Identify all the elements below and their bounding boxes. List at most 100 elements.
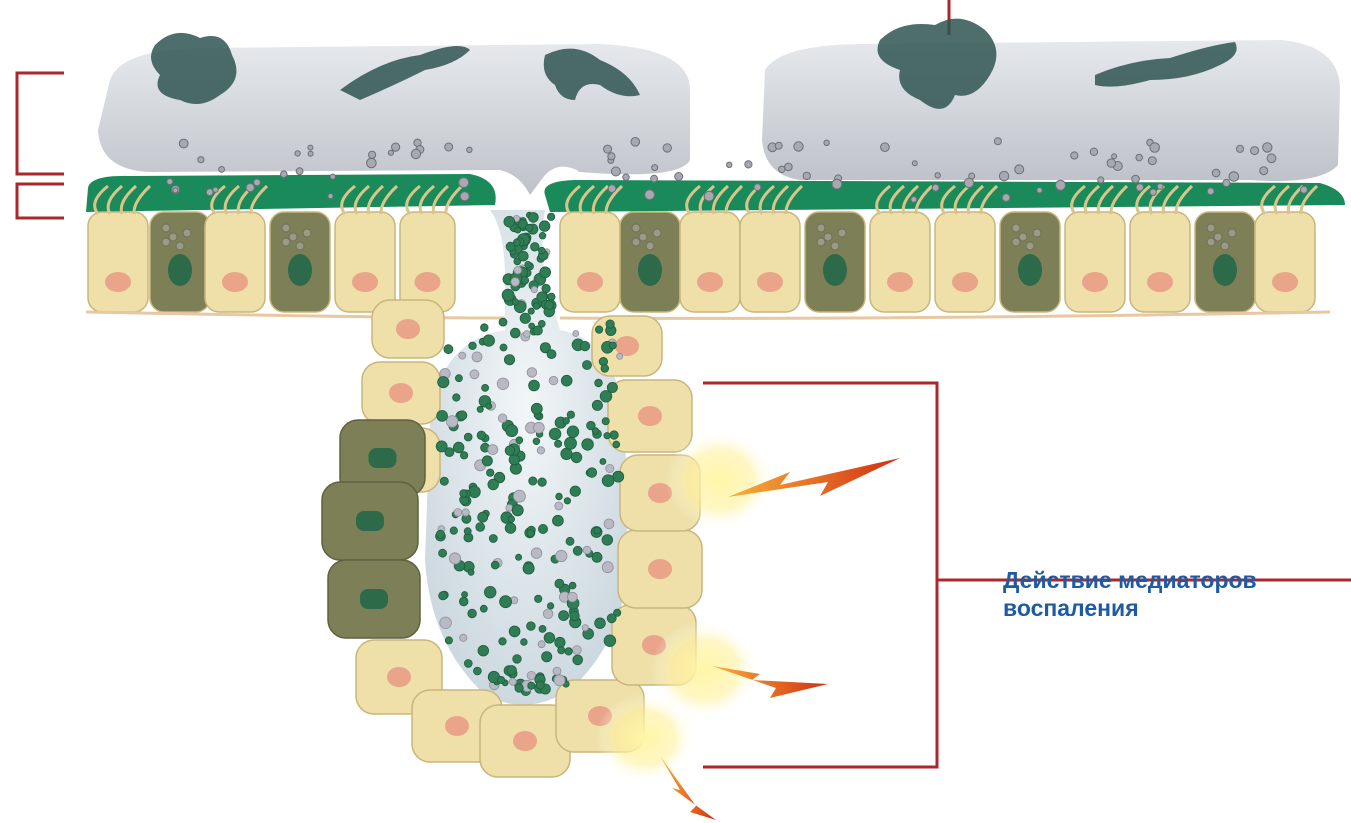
vesicle [1012, 238, 1020, 246]
mucus-granule [556, 550, 567, 561]
mucus-granule [478, 512, 488, 522]
mucus-granule [464, 433, 472, 441]
mucus-granule [824, 140, 829, 145]
nucleus [638, 406, 662, 426]
nucleus [887, 272, 913, 292]
mucus-granule [513, 655, 522, 664]
mucus-granule [526, 224, 533, 231]
mucus-granule [512, 299, 518, 305]
mucus-granule [573, 546, 582, 555]
mucus-granule [607, 614, 616, 623]
mucus-granule [472, 352, 482, 362]
mucus-granule [213, 187, 218, 192]
mucus-granule [369, 151, 376, 158]
goblet-nucleus [360, 589, 388, 609]
mucus-granule [608, 153, 615, 160]
mucus-granule [564, 498, 570, 504]
mucus-granule [555, 502, 563, 510]
mucus-granule [464, 660, 472, 668]
mucus-granule [565, 437, 577, 449]
mucus-granule [631, 138, 640, 147]
mucus-granule [295, 151, 300, 156]
mucus-granule [510, 328, 520, 338]
goblet-nucleus [823, 254, 847, 286]
mucus-granule [592, 400, 602, 410]
mucus-granule [449, 553, 460, 564]
mucus-granule [602, 418, 609, 425]
mucus-granule [613, 441, 620, 448]
mucus-granule [498, 414, 507, 423]
mucus-granule [1236, 145, 1243, 152]
mucus-granule [1056, 180, 1066, 190]
mucus-granule [520, 313, 530, 323]
mucus-granule [531, 548, 542, 559]
mucus-granule [497, 378, 509, 390]
mucus-granule [444, 345, 453, 354]
nucleus [1272, 272, 1298, 292]
nucleus [1082, 272, 1108, 292]
vesicle [632, 224, 640, 232]
mucus-granule [559, 611, 569, 621]
mucus-granule [506, 242, 515, 251]
mucus-granule [505, 446, 515, 456]
irritation-glow [595, 693, 695, 783]
nucleus [952, 272, 978, 292]
vesicle [1228, 229, 1236, 237]
mucus-granule [553, 515, 564, 526]
mucus-granule [745, 161, 752, 168]
mucus-granule [1015, 165, 1024, 174]
mucus-granule [623, 174, 629, 180]
mucus-granule [439, 549, 447, 557]
mucus-granule [609, 342, 616, 349]
mucus-granule [570, 611, 580, 621]
nucleus [105, 272, 131, 292]
nucleus [757, 272, 783, 292]
mucus-granule [561, 375, 572, 386]
mucus-granule [498, 676, 505, 683]
vesicle [1033, 229, 1041, 237]
nucleus [697, 272, 723, 292]
mucus-granule [558, 647, 565, 654]
mucus-granule [454, 509, 462, 517]
mucus-granule [458, 411, 467, 420]
vesicle [1026, 242, 1034, 250]
mucus-granule [608, 185, 616, 193]
mucus-granule [506, 425, 518, 437]
goblet-nucleus [1213, 254, 1237, 286]
mucus-granule [571, 452, 582, 463]
mucus-granule [521, 277, 529, 285]
mucus-granule [504, 355, 514, 365]
nucleus [352, 272, 378, 292]
mucus-granule [549, 376, 558, 385]
mucus-granule [602, 562, 613, 573]
mucus-granule [482, 456, 492, 466]
mucus-granule [439, 592, 447, 600]
mucus-granule [483, 335, 494, 346]
mucus-granule [651, 175, 658, 182]
mucus-granule [527, 622, 536, 631]
mucus-granule [1136, 184, 1143, 191]
mucus-granule [367, 158, 377, 168]
mucus-granule [523, 563, 534, 574]
mucus-granule [489, 535, 497, 543]
mucus-granule [460, 490, 468, 498]
mucus-granule [566, 537, 574, 545]
epithelial-cell [1130, 212, 1190, 312]
mucus-granule [663, 144, 671, 152]
goblet-nucleus [356, 511, 384, 531]
mucus-granule [505, 523, 516, 534]
mucus-granule [547, 213, 554, 220]
mucus-granule [296, 168, 303, 175]
mucus-granule [536, 681, 544, 689]
mucus-granule [555, 440, 562, 447]
mucus-granule [488, 445, 498, 455]
mucus-granule [459, 352, 466, 359]
mucus-granule [595, 618, 606, 629]
epithelial-cell [680, 212, 740, 312]
mucus-granule [527, 671, 535, 679]
mucus-granule [594, 527, 601, 534]
vesicle [176, 242, 184, 250]
mucus-granule [539, 232, 546, 239]
mucus-granule [525, 261, 531, 267]
mucus-granule [440, 477, 448, 485]
